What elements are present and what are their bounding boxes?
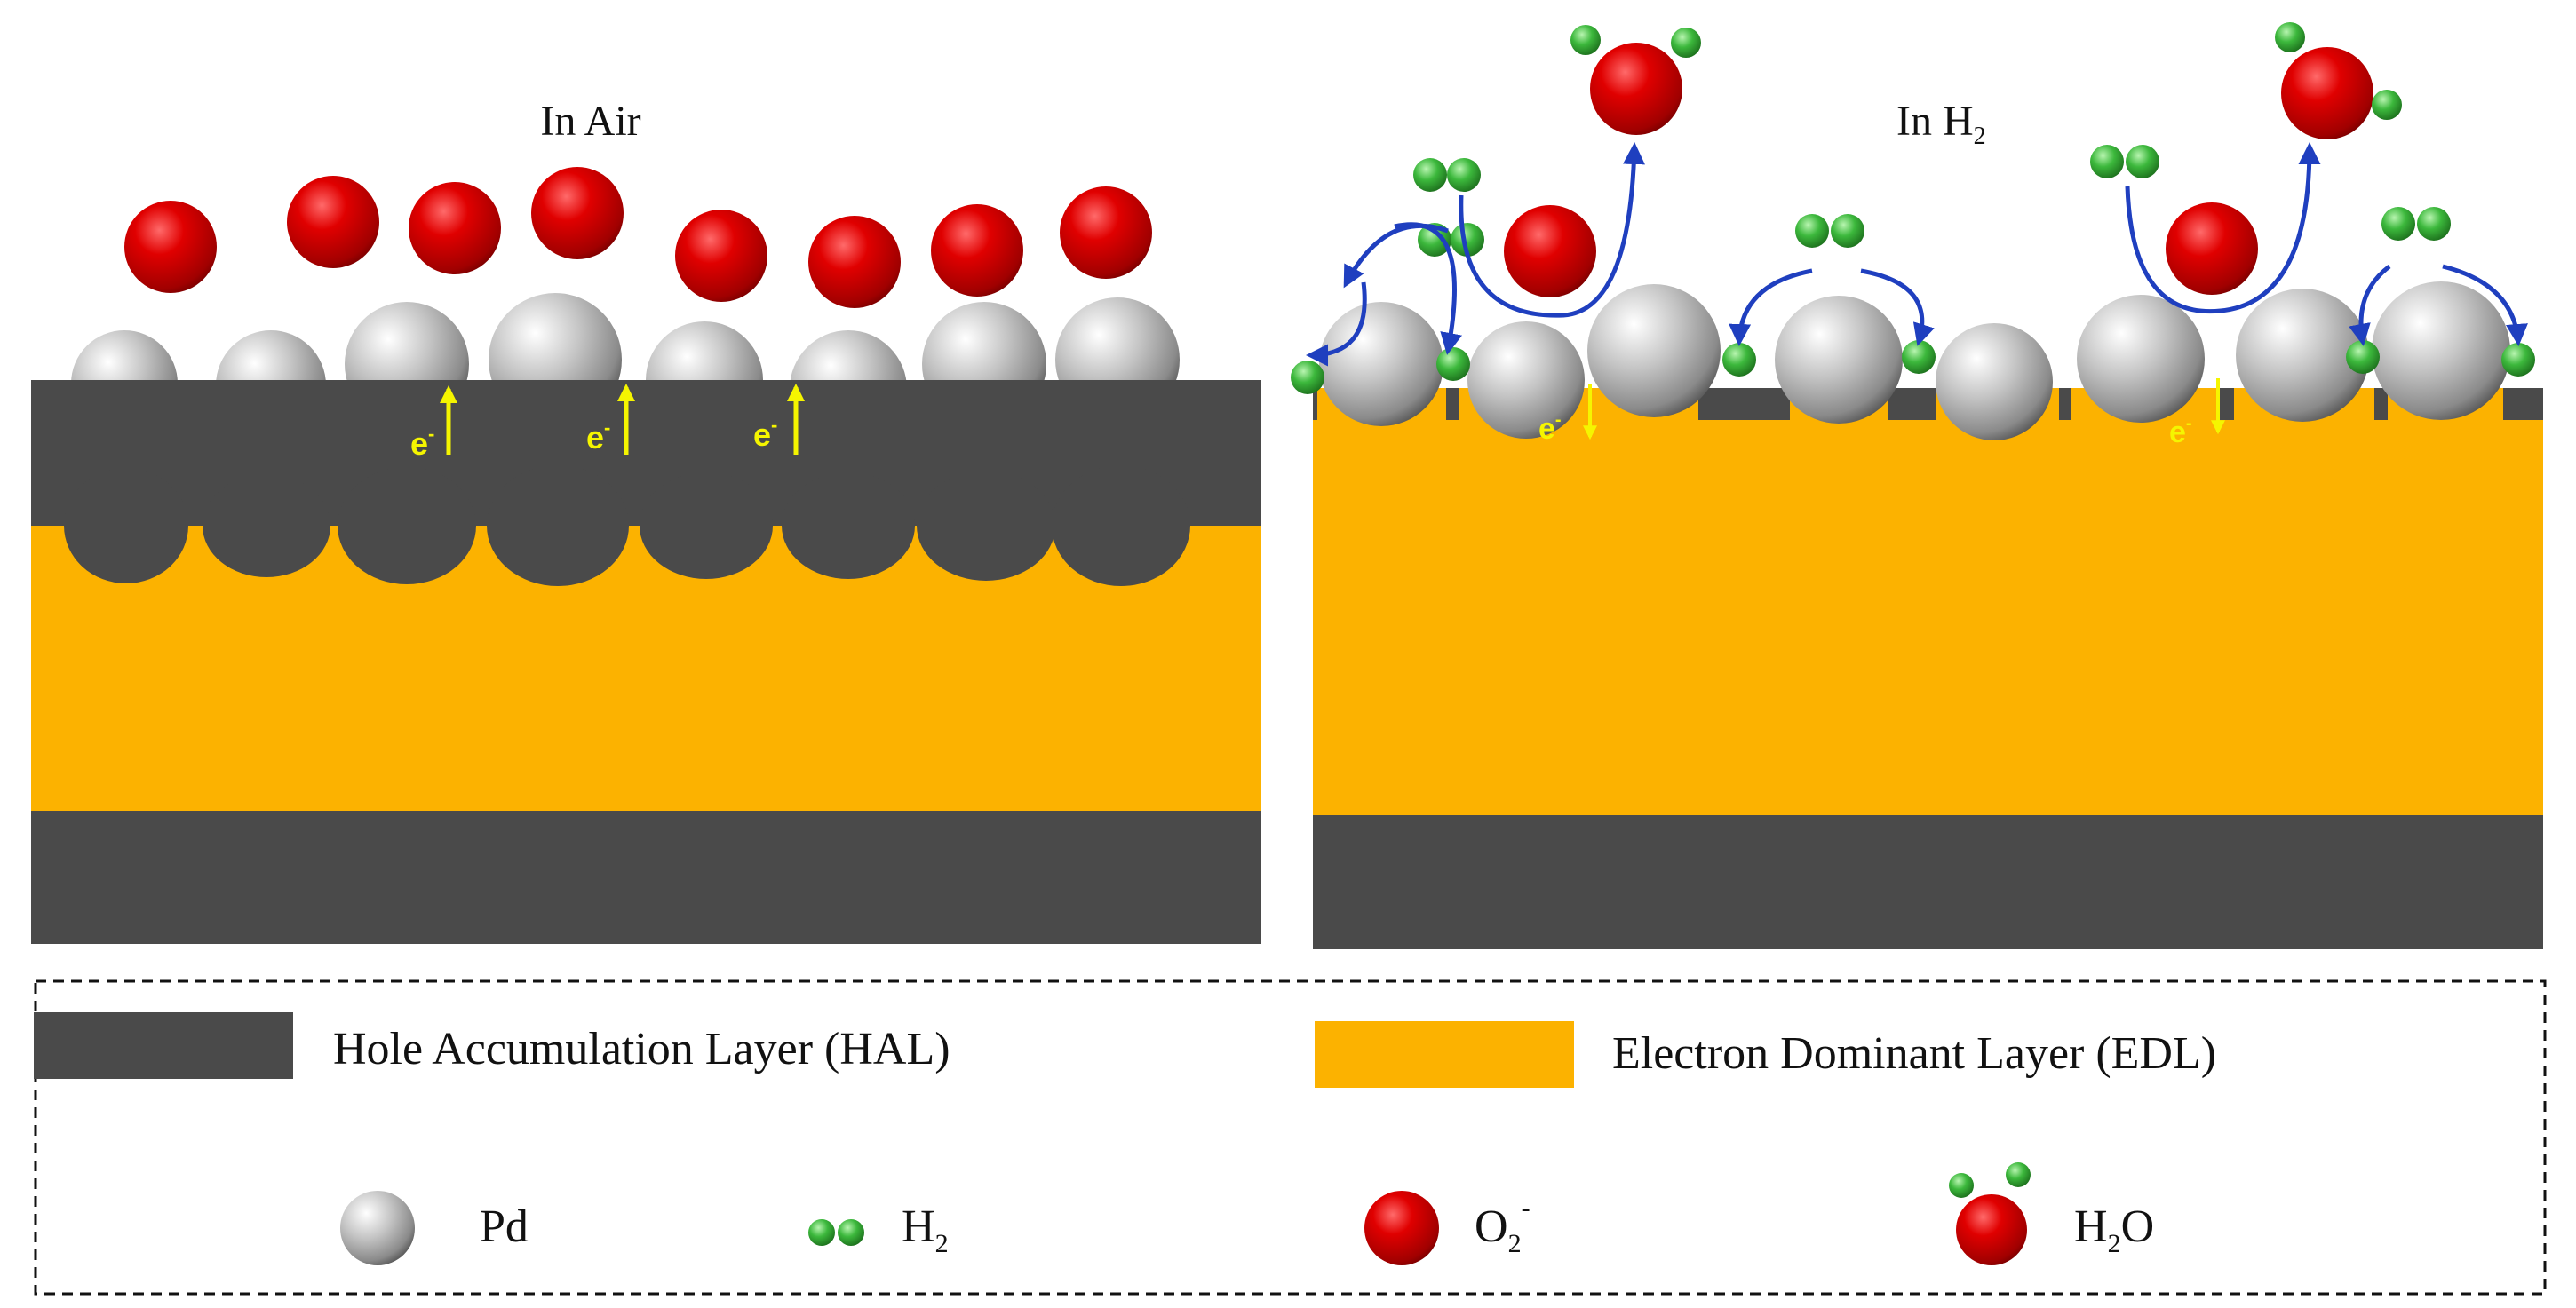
svg-text:e-: e-	[410, 423, 434, 462]
pd-particle	[2372, 281, 2510, 420]
dissociation-arrow	[1394, 222, 1462, 355]
electron-symbol: e	[586, 419, 604, 456]
oxygen-ion	[931, 204, 1023, 297]
legend-icon-h2	[808, 1219, 864, 1246]
oxygen-ions-h2	[1504, 202, 2258, 297]
legend-label-edl: Electron Dominant Layer (EDL)	[1612, 1028, 2216, 1079]
dissociation-arrow	[1306, 281, 1367, 367]
dissociation-arrow	[2442, 264, 2528, 346]
legend-o2-main: O	[1475, 1201, 1508, 1252]
legend-h2-sub: 2	[935, 1229, 949, 1258]
panel-title-air: In Air	[540, 98, 640, 145]
legend-h2o-h: H	[2074, 1201, 2108, 1252]
hydrogen-molecule	[1795, 214, 1864, 248]
svg-text:e-: e-	[1538, 410, 1562, 446]
hydrogen-atoms	[1291, 340, 2535, 394]
pd-particle	[2077, 295, 2205, 423]
oxygen-ion	[2166, 202, 2258, 295]
pd-particles-h2	[1319, 281, 2510, 440]
edl-layer	[31, 526, 1261, 812]
electron-charge: -	[2186, 414, 2192, 433]
legend: Hole Accumulation Layer (HAL) Electron D…	[34, 979, 2547, 1296]
electron-charge: -	[1555, 410, 1562, 430]
legend-swatch-edl	[1315, 1021, 1574, 1088]
water-molecule	[1570, 25, 1701, 135]
legend-label-h2: H2	[902, 1201, 949, 1258]
oxygen-ion	[1504, 205, 1596, 297]
dissociation-arrow	[1343, 223, 1449, 289]
edl-layer-h2	[1313, 419, 2543, 815]
pd-particle	[2236, 289, 2369, 422]
legend-icon-pd	[340, 1191, 415, 1265]
oxygen-ion	[808, 216, 901, 308]
svg-text:e-: e-	[586, 416, 610, 456]
dissociation-arrow	[1729, 268, 1813, 346]
electron-symbol: e	[1538, 412, 1555, 446]
dissociation-arrow	[2349, 265, 2391, 346]
legend-h2-main: H	[902, 1201, 935, 1252]
legend-o2-sup: -	[1522, 1193, 1530, 1223]
reaction-arrow	[2125, 142, 2321, 314]
pd-particle	[1467, 321, 1585, 439]
legend-o2-sub: 2	[1508, 1229, 1522, 1258]
oxygen-ion	[1060, 186, 1152, 279]
legend-label-hal: Hole Accumulation Layer (HAL)	[333, 1024, 950, 1074]
oxygen-ion	[287, 176, 379, 268]
legend-label-pd: Pd	[480, 1201, 529, 1252]
water-molecule	[2275, 22, 2402, 139]
pd-particle	[1319, 302, 1443, 426]
panel-in-h2: e- e-	[1291, 22, 2543, 949]
panel-title-h2-sub: 2	[1974, 123, 1986, 150]
reaction-arrows	[1306, 142, 2528, 367]
hal-bumps	[64, 465, 1190, 586]
electron-charge: -	[771, 414, 777, 436]
oxygen-ion	[675, 210, 767, 302]
dissociation-arrow	[1860, 268, 1935, 346]
legend-h2o-o: O	[2121, 1201, 2155, 1252]
svg-text:e-: e-	[2169, 414, 2192, 449]
oxygen-ion	[124, 201, 217, 293]
electron-arrows-air	[440, 384, 805, 455]
panel-title-h2: In H2	[1896, 98, 1986, 150]
oxygen-ion	[531, 167, 624, 259]
panel-title-h2-main: In H	[1896, 98, 1974, 145]
legend-frame	[34, 979, 2547, 1296]
hydrogen-molecule	[2381, 207, 2451, 241]
electron-symbol: e	[2169, 416, 2186, 449]
electron-charge: -	[604, 416, 610, 439]
legend-swatch-hal	[34, 1012, 293, 1079]
legend-label-o2: O2-	[1475, 1193, 1530, 1258]
electron-charge: -	[428, 423, 434, 445]
hydrogen-molecule	[2090, 145, 2159, 178]
electron-labels-h2: e- e-	[1538, 410, 2192, 449]
electron-symbol: e	[753, 416, 771, 453]
pd-particle	[1775, 296, 1903, 424]
electron-symbol: e	[410, 425, 428, 462]
panel-in-air: e- e- e- In Air	[31, 98, 1261, 944]
legend-icon-h2o	[1949, 1162, 2031, 1265]
hydrogen-molecule	[1413, 158, 1481, 192]
legend-h2o-sub: 2	[2108, 1229, 2121, 1258]
reaction-arrow	[1459, 142, 1645, 318]
oxygen-ion	[409, 182, 501, 274]
electron-arrows-h2	[1583, 378, 2225, 440]
oxygen-ions-air	[124, 167, 1152, 308]
hydrogen-molecules-h2	[1413, 145, 2451, 257]
hal-layer-bottom-h2	[1313, 814, 2543, 949]
pd-particle	[1936, 323, 2053, 440]
pd-particle	[1587, 284, 1721, 417]
hal-layer-bottom	[31, 811, 1261, 944]
svg-text:e-: e-	[753, 414, 777, 453]
legend-icon-o2	[1364, 1191, 1439, 1265]
electron-labels-air: e- e- e-	[410, 414, 777, 462]
legend-label-h2o: H2O	[2074, 1201, 2154, 1258]
